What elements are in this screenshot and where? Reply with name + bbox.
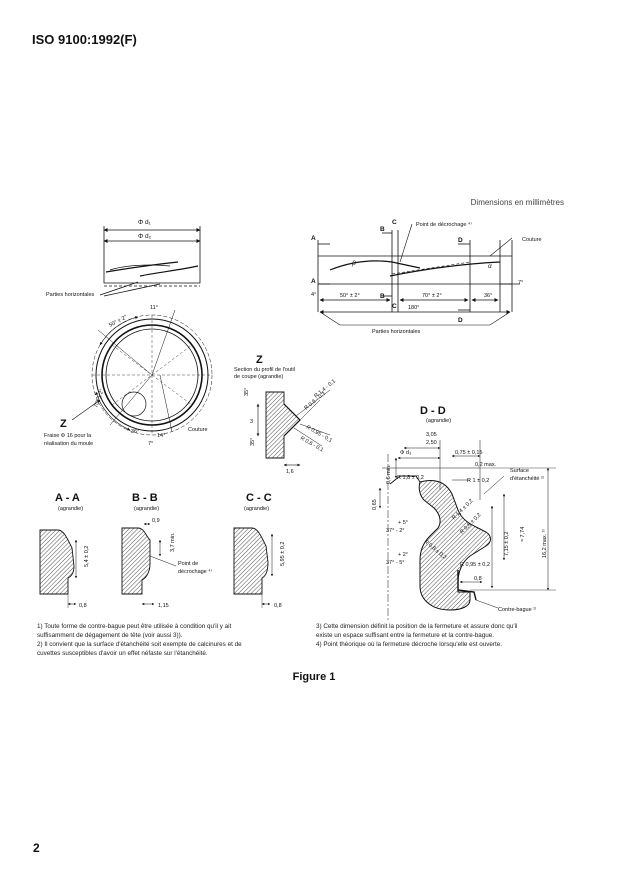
dd-ang-37a: 37° - 2° (386, 528, 404, 534)
z-dim-16: 1,6 (286, 469, 294, 475)
note-left-1: 1) Toute forme de contre-bague peut être… (37, 623, 232, 630)
units-note: Dimensions en millimètres (470, 198, 564, 207)
dd-contre-bague: Contre-bague ¹⁾ (498, 606, 537, 613)
section-dd-subtitle: (agrandie) (426, 418, 451, 424)
dd-surface1: Surface (510, 468, 529, 474)
section-aa-subtitle: (agrandie) (58, 506, 83, 512)
section-dd-title: D - D (420, 405, 446, 417)
neck-plan-view (91, 309, 213, 436)
dd-dim-02max: 0,2 max. (475, 462, 497, 468)
z-angle-35b: 35° (250, 438, 256, 446)
cc-dim1: 5,95 ± 0,2 (280, 542, 286, 566)
section-z-subtitle2: de coupe (agrandie) (234, 374, 283, 380)
dim-36-label: 36° (484, 293, 492, 299)
section-z-subtitle1: Section du profil de l'outil (234, 367, 295, 373)
neck-elevation-left (99, 226, 201, 297)
section-aa-title: A - A (55, 492, 80, 504)
dd-surface2: d'étanchéité ²⁾ (510, 475, 545, 482)
bb-point2: décrochage ⁴⁾ (178, 568, 213, 575)
dd-ang-5a: + 5° (398, 520, 408, 526)
section-dd-profile (378, 440, 556, 620)
section-c-bottom: C (392, 303, 397, 310)
dd-r18: R 1,8 ± 0,2 (397, 475, 424, 481)
alpha-label: α (488, 263, 492, 270)
z-dim-3: 3 (250, 419, 253, 425)
dd-dim-162: 16,2 max. ³⁾ (541, 528, 548, 558)
section-cc-profile (233, 527, 274, 608)
dd-dim-774: ≈ 7,74 (520, 527, 526, 542)
document-header: ISO 9100:1992(F) (32, 32, 137, 47)
aa-dim1: 5,4 ± 0,2 (84, 546, 90, 567)
section-cc-subtitle: (agrandie) (244, 506, 269, 512)
dd-phi-d3: Φ d₃ (400, 450, 411, 456)
aa-dim2: 0,8 (79, 603, 87, 609)
cc-dim2: 0,8 (274, 603, 282, 609)
dd-r095: R 0,95 ± 0,2 (460, 562, 490, 568)
dd-ang-2b: + 2° (398, 552, 408, 558)
dim-50-label: 50° ± 2° (340, 293, 360, 299)
couture-top-right-label: Couture (522, 237, 542, 243)
parties-horizontales-left-label: Parties horizontales (46, 292, 95, 298)
dd-r1: R 1 ± 0,2 (467, 478, 489, 484)
dd-dim-715: 7,15 ± 0,2 (504, 532, 510, 556)
dd-dim-06min: 0,6 min. (386, 464, 392, 484)
note-right-2: existe un espace suffisant entre la ferm… (316, 632, 495, 639)
fraise-line1: Fraise Φ 16 pour la (44, 433, 92, 439)
phi-d2-label: Φ d₂ (138, 233, 152, 240)
bb-dim09: 0,9 (152, 518, 160, 524)
note-left-3: 2) Il convient que la surface d'étanchéi… (37, 641, 242, 648)
page-number: 2 (33, 841, 40, 855)
section-b-bottom: B (380, 293, 385, 300)
dd-dim-065: 0,65 (372, 499, 378, 510)
angle-14-label: 14° (157, 433, 165, 439)
angle-36-label: 36° (131, 429, 139, 435)
note-left-4: cuvettes susceptibles d'avoir un effet n… (37, 650, 208, 657)
parties-horizontales-right-label: Parties horizontales (372, 329, 421, 335)
section-z-profile (256, 389, 331, 467)
angle-70-label: 70° ± 2° (93, 388, 105, 409)
section-d-bottom: D (458, 317, 463, 324)
angle-7-label: 7° (148, 441, 153, 447)
point-decrochage-top-label: Point de décrochage ⁴⁾ (416, 221, 472, 228)
z-angle-35a: 35° (244, 388, 250, 396)
section-cc-title: C - C (246, 492, 272, 504)
figure-caption: Figure 1 (292, 671, 336, 683)
section-b-top: B (380, 226, 385, 233)
section-d-top: D (458, 237, 463, 244)
note-right-3: 4) Point théorique où la fermeture décro… (316, 641, 503, 648)
notes-right: 3) Cette dimension définit la position d… (316, 622, 517, 649)
phi-d1-label: Φ d₁ (138, 219, 152, 226)
dim-180-label: 180° (408, 305, 419, 311)
dd-dim-075: 0,75 ± 0,15 (455, 450, 482, 456)
dd-ang-37b: 37° - 5° (386, 560, 404, 566)
section-aa-profile (39, 529, 78, 608)
angle-4-label: 4° (311, 292, 316, 298)
bb-point1: Point de (178, 561, 198, 567)
section-c-top: C (392, 219, 397, 226)
note-left-2: suffisamment de dégagement de tête (voir… (37, 632, 183, 639)
dd-dim-08: 0,8 (474, 576, 482, 582)
dd-dim-250: 2,50 (426, 440, 437, 446)
section-bb-subtitle: (agrandie) (134, 506, 159, 512)
fraise-line2: réalisation du moule (44, 441, 93, 447)
z-marker: Z (60, 418, 67, 430)
note-right-1: 3) Cette dimension définit la position d… (316, 623, 518, 630)
couture-left-label: Couture (188, 427, 208, 433)
bb-dim37: 3,7 min. (170, 532, 176, 552)
section-bb-profile (121, 522, 177, 606)
neck-development (317, 223, 520, 326)
angle-11-label: 11° (150, 305, 158, 311)
dim-7-label: 7° (518, 280, 523, 286)
section-a-top: A (311, 235, 316, 242)
dim-70-label: 70° ± 2° (422, 293, 442, 299)
beta-label: β (351, 260, 356, 267)
dd-dim-305: 3,05 (426, 432, 437, 438)
section-z-title: Z (256, 354, 263, 366)
section-a-bottom: A (311, 278, 316, 285)
bb-dim115: 1,15 (158, 603, 169, 609)
section-bb-title: B - B (132, 492, 158, 504)
notes-left: 1) Toute forme de contre-bague peut être… (37, 622, 242, 658)
